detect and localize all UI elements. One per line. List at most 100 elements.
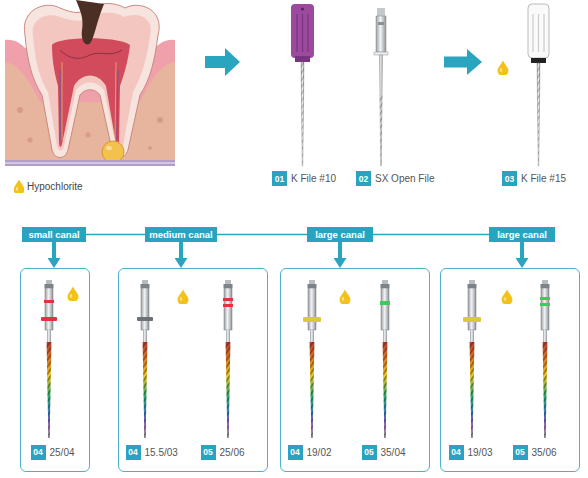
file-ring	[374, 52, 388, 55]
caries	[76, 0, 104, 45]
file-name: 25/06	[220, 445, 245, 460]
blood-vessel	[60, 70, 118, 140]
band-line	[5, 161, 175, 162]
file-handle	[528, 4, 549, 58]
handle-hole	[301, 8, 304, 11]
file-flutes	[301, 62, 304, 166]
bone-spot	[17, 107, 23, 113]
connector-line	[86, 234, 145, 236]
pulp	[52, 38, 130, 147]
hypochlorite-drop	[498, 61, 509, 77]
step-number: 05	[201, 445, 216, 460]
step-number: 04	[449, 445, 464, 460]
canal-size-banner: medium canal	[145, 227, 217, 242]
abscess	[102, 141, 124, 163]
file-sequence-box: 0419/020535/04	[280, 268, 430, 472]
handle-band	[531, 58, 546, 63]
legend: Hypochlorite	[14, 180, 83, 193]
file-ring	[137, 317, 153, 321]
step-label-group: 01K File #10	[268, 0, 348, 186]
handle-groove	[302, 14, 303, 52]
connector-line	[217, 234, 307, 236]
rotary-file	[141, 280, 150, 438]
file-ring	[223, 304, 233, 307]
file-sequence-box: 04 25/04	[20, 268, 90, 472]
canal-size-label: large canal	[315, 229, 365, 240]
handle-groove	[538, 14, 539, 52]
rotary-file	[541, 280, 550, 438]
file-sequence-box: 04 15.5/03 05 25/06	[118, 268, 268, 472]
file-needle	[380, 55, 383, 166]
abscess-shine	[106, 146, 112, 150]
flow-arrow	[338, 242, 342, 258]
file-size-label: 0419/03	[449, 445, 511, 460]
handle-groove	[543, 14, 544, 52]
handle-groove	[532, 14, 533, 52]
file-ring	[44, 300, 54, 303]
flow-arrow	[205, 48, 240, 76]
step-label-group: 02SX Open File	[352, 0, 444, 186]
file-name: 25/04	[50, 445, 75, 460]
step-number: 04	[126, 445, 141, 460]
file-name: SX Open File	[375, 171, 434, 186]
file-needle	[301, 62, 304, 166]
file-ring	[41, 317, 57, 321]
file-latch	[377, 8, 385, 16]
handle-groove	[307, 14, 308, 52]
file-name: 15.5/03	[145, 445, 178, 460]
file-handle	[291, 4, 314, 58]
handle-cap	[295, 56, 310, 62]
flow-arrow	[179, 242, 183, 258]
hypochlorite-drop	[340, 290, 351, 306]
connector-line	[373, 234, 489, 236]
rotary-file	[224, 280, 233, 438]
file-ring	[463, 317, 481, 322]
file-name: K File #10	[291, 171, 336, 186]
file-name: K File #15	[521, 171, 566, 186]
file-ring	[303, 317, 321, 322]
file-size-label: 0535/04	[362, 445, 426, 460]
bone-spot	[148, 146, 152, 150]
file-name: 19/02	[307, 445, 332, 460]
step-number: 05	[362, 445, 377, 460]
hypochlorite-drop	[68, 287, 79, 303]
canal-size-label: small canal	[28, 229, 79, 240]
file-size-label: 04 15.5/03	[126, 445, 196, 460]
flow-arrow	[520, 242, 524, 258]
bone-spot	[157, 117, 163, 123]
file-ring	[223, 298, 233, 301]
k-file-15	[528, 4, 549, 166]
file-flutes	[537, 63, 540, 166]
rotary-file	[381, 280, 390, 438]
tooth-illustration	[5, 0, 175, 166]
legend-entry: Hypochlorite	[14, 180, 83, 193]
canal-size-label: large canal	[497, 229, 547, 240]
file-name: 35/06	[532, 445, 557, 460]
legend-drop	[14, 180, 24, 193]
file-size-label: 05 25/06	[201, 445, 263, 460]
flow-arrow	[444, 57, 467, 68]
sx-open-file	[374, 8, 388, 166]
legend-label: Hypochlorite	[27, 181, 83, 192]
canal-size-banner: large canal	[307, 227, 373, 242]
bone-spot	[28, 138, 33, 143]
band-line	[5, 165, 175, 166]
legend-swatch	[14, 180, 24, 193]
file-sequence-box: 0419/0305 35/06	[440, 268, 580, 472]
nerve	[60, 50, 122, 58]
file-ring	[380, 301, 390, 305]
handle-groove	[296, 14, 297, 52]
file-ring	[540, 297, 550, 300]
flow-arrow	[52, 242, 56, 258]
file-needle	[537, 63, 540, 166]
bone-spot	[86, 133, 91, 138]
file-shank	[376, 16, 386, 52]
step-number: 05	[513, 445, 528, 460]
file-notch	[378, 22, 384, 25]
step-number: 04	[31, 445, 46, 460]
rotary-file	[45, 280, 54, 438]
rotary-file	[468, 280, 477, 438]
hypochlorite-drop	[502, 290, 513, 306]
